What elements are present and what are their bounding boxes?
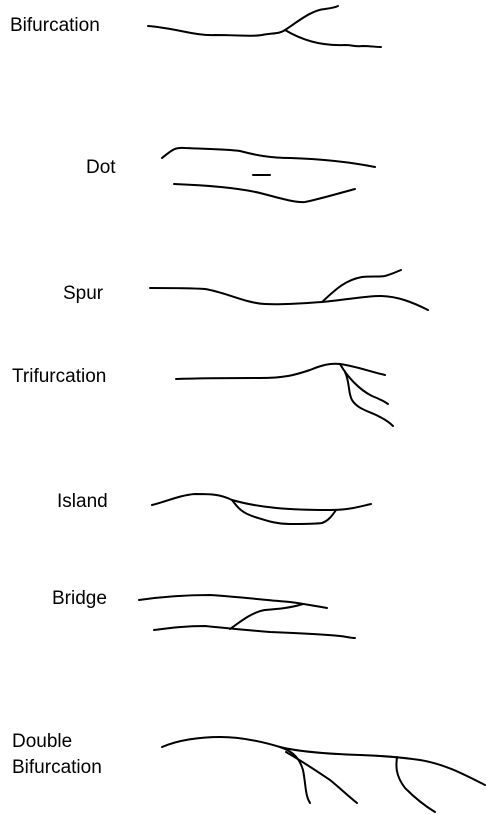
- bridge-ridge: [139, 595, 355, 638]
- bifurcation-ridge: [148, 6, 381, 47]
- spur-ridge: [150, 270, 428, 310]
- dot-ridge: [162, 148, 375, 202]
- trifurcation-ridge: [176, 364, 393, 426]
- island-ridge: [152, 494, 371, 524]
- double-bifurcation-ridge: [162, 737, 485, 812]
